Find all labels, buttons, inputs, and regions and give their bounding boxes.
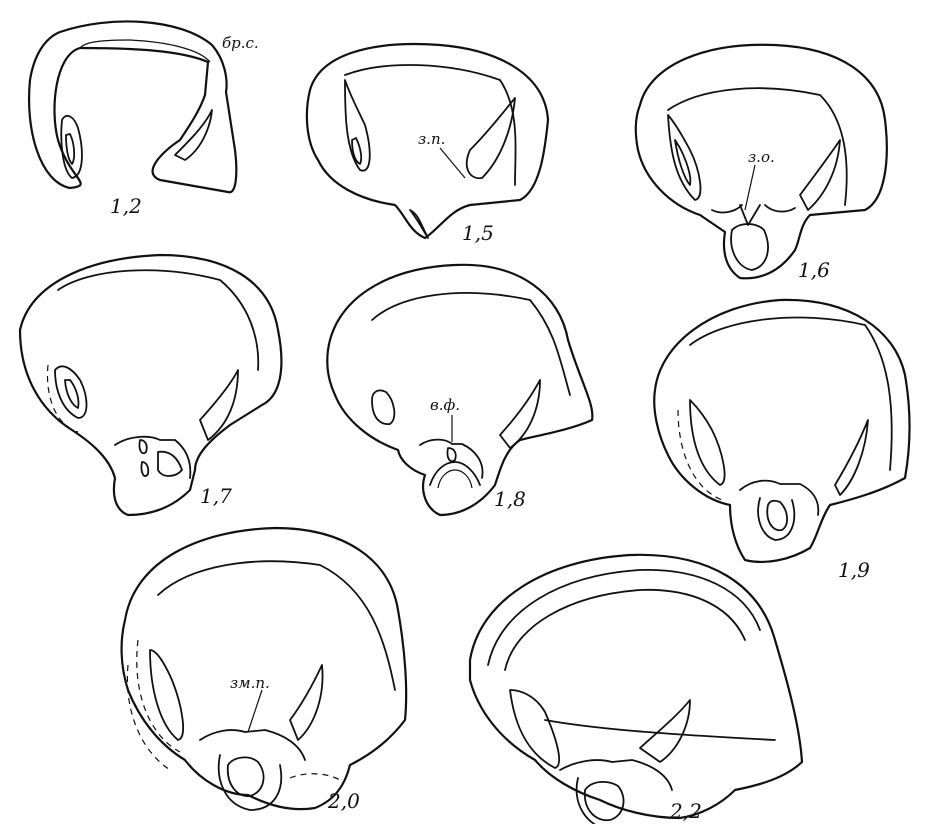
- label-v-f: в.ф.: [430, 396, 460, 414]
- section-label-2-2: 2,2: [669, 799, 702, 823]
- label-z-p: з.п.: [418, 130, 445, 148]
- section-2-2: 2,2: [470, 555, 802, 824]
- section-label-1-2: 1,2: [110, 194, 142, 218]
- section-label-1-8: 1,8: [494, 487, 526, 511]
- section-1-7: 1,7: [20, 255, 281, 515]
- label-zm-p: зм.п.: [230, 674, 270, 692]
- section-label-1-9: 1,9: [838, 558, 870, 582]
- section-1-5: з.п. 1,5: [307, 44, 548, 245]
- label-z-o: з.о.: [748, 148, 775, 166]
- section-1-2: бр.с. 1,2: [29, 21, 259, 218]
- section-1-8: в.ф. 1,8: [327, 265, 592, 515]
- section-1-9: 1,9: [654, 300, 909, 582]
- section-label-2-0: 2,0: [327, 789, 360, 813]
- section-label-1-5: 1,5: [462, 221, 494, 245]
- section-label-1-7: 1,7: [200, 484, 232, 508]
- label-br-s: бр.с.: [222, 34, 259, 52]
- section-label-1-6: 1,6: [798, 258, 830, 282]
- section-1-6: з.о. 1,6: [636, 45, 887, 282]
- section-2-0: зм.п. 2,0: [122, 528, 407, 813]
